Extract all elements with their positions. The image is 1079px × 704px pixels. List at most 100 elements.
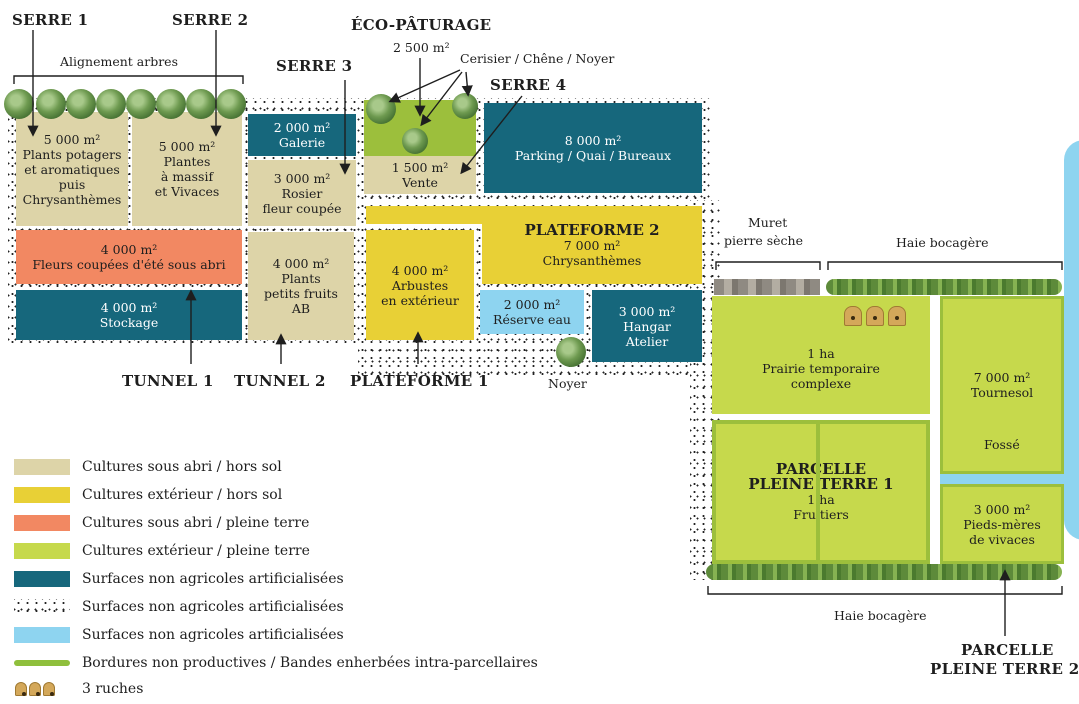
area-label: 7 000 m² (563, 237, 621, 253)
zone-parcelle-1: PARCELLE PLEINE TERRE 1 1 ha Fruitiers (712, 420, 930, 564)
area-label: 2 000 m² (503, 297, 561, 312)
zone-text: puis (58, 176, 86, 192)
legend-label: Bordures non productives / Bandes enherb… (82, 655, 538, 671)
zone-fosse-water (940, 474, 1064, 484)
zone-text: AB (291, 301, 311, 316)
tree-icon (4, 89, 34, 119)
area-label: 8 000 m² (564, 133, 622, 148)
legend-swatch-hives-icon (14, 682, 70, 696)
label-haie-top: Haie bocagère (896, 235, 989, 250)
area-label: 7 000 m² (973, 370, 1031, 385)
zone-text: petits fruits (264, 286, 338, 301)
tree-icon (186, 89, 216, 119)
legend-swatch-hedge (14, 660, 70, 666)
title-plateforme-1: PLATEFORME 1 (350, 372, 489, 390)
tree-icon (156, 89, 186, 119)
title-serre-3: SERRE 3 (276, 57, 353, 75)
tree-icon (402, 128, 428, 154)
legend-item: Surfaces non agricoles artificialisées (14, 626, 344, 644)
title-tunnel-1: TUNNEL 1 (122, 372, 214, 390)
zone-tournesol: 7 000 m² Tournesol (940, 296, 1064, 474)
zone-text: Chrysanthèmes (22, 191, 122, 207)
tree-icon (36, 89, 66, 119)
plateforme-2-title: PLATEFORME 2 (524, 220, 660, 239)
zone-reserve-eau: 2 000 m² Réserve eau (480, 290, 584, 334)
zone-text: Réserve eau (493, 312, 571, 327)
zone-text: Rosier (281, 185, 323, 201)
title-tunnel-2: TUNNEL 2 (234, 372, 326, 390)
title-eco-paturage: ÉCO-PÂTURAGE (351, 16, 492, 34)
label-haie-bottom: Haie bocagère (834, 608, 927, 623)
tree-icon (556, 337, 586, 367)
area-label: 1 ha (807, 492, 835, 507)
legend-label: Cultures sous abri / pleine terre (82, 515, 310, 531)
area-label: 5 000 m² (43, 131, 101, 147)
legend-label: Surfaces non agricoles artificialisées (82, 627, 344, 643)
intra-parcel-strip (816, 424, 820, 560)
zone-text: de vivaces (969, 531, 1035, 547)
legend-item: Cultures extérieur / pleine terre (14, 542, 310, 560)
zone-text: Prairie temporaire (762, 360, 880, 376)
zone-text: Tournesol (970, 385, 1034, 400)
legend-swatch-orange (14, 515, 70, 531)
zone-hangar: 3 000 m² Hangar Atelier (592, 290, 702, 362)
area-label: 4 000 m² (272, 256, 330, 271)
zone-galerie: 2 000 m² Galerie (248, 114, 356, 156)
zone-prairie: 1 ha Prairie temporaire complexe (712, 296, 930, 414)
area-label: 3 000 m² (273, 170, 331, 186)
label-eco-area: 2 500 m² (393, 40, 450, 55)
legend-swatch-beige (14, 459, 70, 475)
area-label: 4 000 m² (100, 300, 158, 315)
zone-text: Fruitiers (793, 507, 849, 522)
title-parcelle-2-line1: PARCELLE (961, 641, 1054, 659)
zone-text: complexe (790, 375, 852, 391)
parcelle-1-title-1: PARCELLE (775, 460, 867, 478)
zone-rosier: 3 000 m² Rosier fleur coupée (248, 160, 356, 226)
zone-vente: 1 500 m² Vente (364, 156, 476, 194)
zone-text: Stockage (99, 315, 159, 330)
legend-item: Cultures sous abri / pleine terre (14, 514, 309, 532)
zone-text: Fleurs coupées d'été sous abri (32, 257, 226, 272)
legend-item: Bordures non productives / Bandes enherb… (14, 654, 538, 672)
zone-text: Pieds-mères (963, 516, 1041, 532)
legend-swatch-teal (14, 571, 70, 587)
legend-label: 3 ruches (82, 681, 144, 697)
zone-text: en extérieur (381, 292, 459, 308)
legend-item: Cultures sous abri / hors sol (14, 458, 282, 476)
tree-icon (452, 93, 478, 119)
water-edge (1064, 140, 1079, 540)
area-label: 5 000 m² (158, 139, 216, 154)
label-alignement-arbres: Alignement arbres (60, 54, 178, 69)
area-label: 1 ha (807, 345, 835, 361)
area-label: 1 500 m² (391, 160, 449, 175)
title-serre-4: SERRE 4 (490, 76, 567, 94)
label-fosse: Fossé (984, 437, 1020, 452)
zone-text: Vente (402, 175, 438, 190)
tree-icon (216, 89, 246, 119)
zone-text: Arbustes (391, 277, 449, 293)
zone-text: Plants (281, 271, 321, 286)
zone-plateforme-1: 4 000 m² Arbustes en extérieur (366, 230, 474, 340)
legend-item: Cultures extérieur / hors sol (14, 486, 282, 504)
legend-swatch-yellow (14, 487, 70, 503)
zone-text: Parking / Quai / Bureaux (514, 148, 672, 163)
ruches-icon (842, 306, 908, 330)
zone-text: Plants potagers (22, 146, 122, 162)
area-label: 4 000 m² (391, 262, 449, 278)
zone-tunnel-2: 4 000 m² Plants petits fruits AB (248, 232, 354, 340)
zone-text: et Vivaces (154, 184, 220, 199)
legend-label: Surfaces non agricoles artificialisées (82, 571, 344, 587)
label-muret-line1: Muret (748, 215, 788, 230)
zone-pieds-meres: 3 000 m² Pieds-mères de vivaces (940, 484, 1064, 564)
haie-bocagere-top (826, 279, 1062, 295)
zone-text: Galerie (278, 135, 326, 150)
tree-icon (66, 89, 96, 119)
title-serre-2: SERRE 2 (172, 11, 249, 29)
title-serre-1: SERRE 1 (12, 11, 89, 29)
zone-text: à massif (160, 169, 214, 184)
zone-serre-1: 5 000 m² Plants potagers et aromatiques … (16, 112, 128, 226)
area-label: 2 000 m² (273, 120, 331, 135)
legend-swatch-gravel (14, 599, 70, 615)
haie-bocagere-bottom (706, 564, 1062, 580)
